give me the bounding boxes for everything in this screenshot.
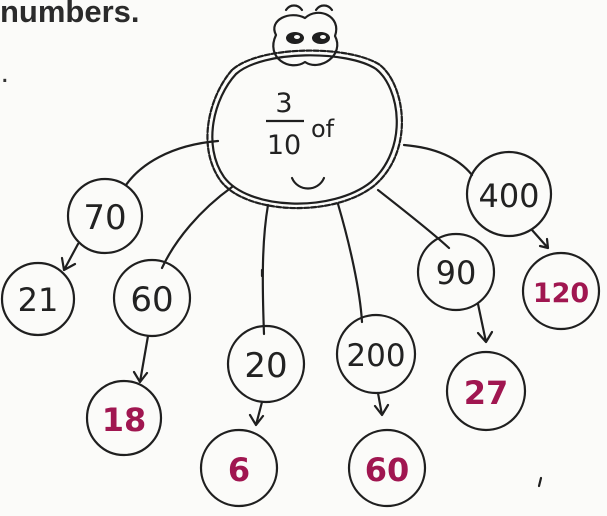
stray-mark	[539, 478, 541, 486]
input-circle-200: 200	[337, 315, 415, 393]
answer-circle-21: 21	[2, 263, 74, 335]
answer-circle-18: 18	[87, 381, 161, 455]
input-value: 70	[83, 198, 126, 238]
arrow-400	[532, 230, 548, 248]
answer-circle-27: 27	[447, 352, 525, 430]
input-circle-60: 60	[114, 260, 190, 336]
arrow-90	[478, 304, 492, 342]
leg-70	[126, 141, 218, 185]
input-circle-400: 400	[467, 152, 551, 236]
arrow-200	[375, 393, 388, 415]
spider-legs	[126, 141, 472, 334]
fraction-denominator: 10	[267, 130, 301, 161]
fraction: 3 10 of	[266, 88, 335, 161]
input-value: 60	[130, 280, 173, 320]
input-circle-20: 20	[228, 326, 304, 402]
leg-60	[162, 187, 232, 268]
leg-20	[263, 205, 268, 334]
input-value: 400	[478, 177, 539, 215]
spider-body	[207, 51, 401, 209]
fraction-of-label: of	[311, 115, 335, 143]
answer-circle-6: 6	[201, 430, 277, 506]
answer-circle-60: 60	[349, 430, 425, 506]
leg-400	[404, 145, 472, 175]
answer-value: 60	[365, 451, 410, 489]
arrow-20	[250, 402, 263, 425]
arrow-60	[134, 336, 148, 382]
leg-200	[338, 204, 362, 322]
answer-circle-120: 120	[523, 253, 599, 329]
answer-value: 21	[18, 281, 59, 319]
input-circle-90: 90	[418, 234, 494, 310]
answer-value: 18	[102, 401, 147, 439]
input-value: 20	[244, 346, 287, 386]
smile-icon	[292, 178, 324, 189]
fraction-numerator: 3	[275, 88, 292, 119]
answer-value: 27	[464, 374, 509, 412]
input-value: 90	[436, 254, 477, 292]
answer-value: 120	[533, 278, 589, 309]
input-value: 200	[346, 338, 405, 374]
answer-value: 6	[228, 451, 250, 489]
arrow-70	[62, 244, 78, 270]
input-circle-70: 70	[68, 179, 142, 253]
